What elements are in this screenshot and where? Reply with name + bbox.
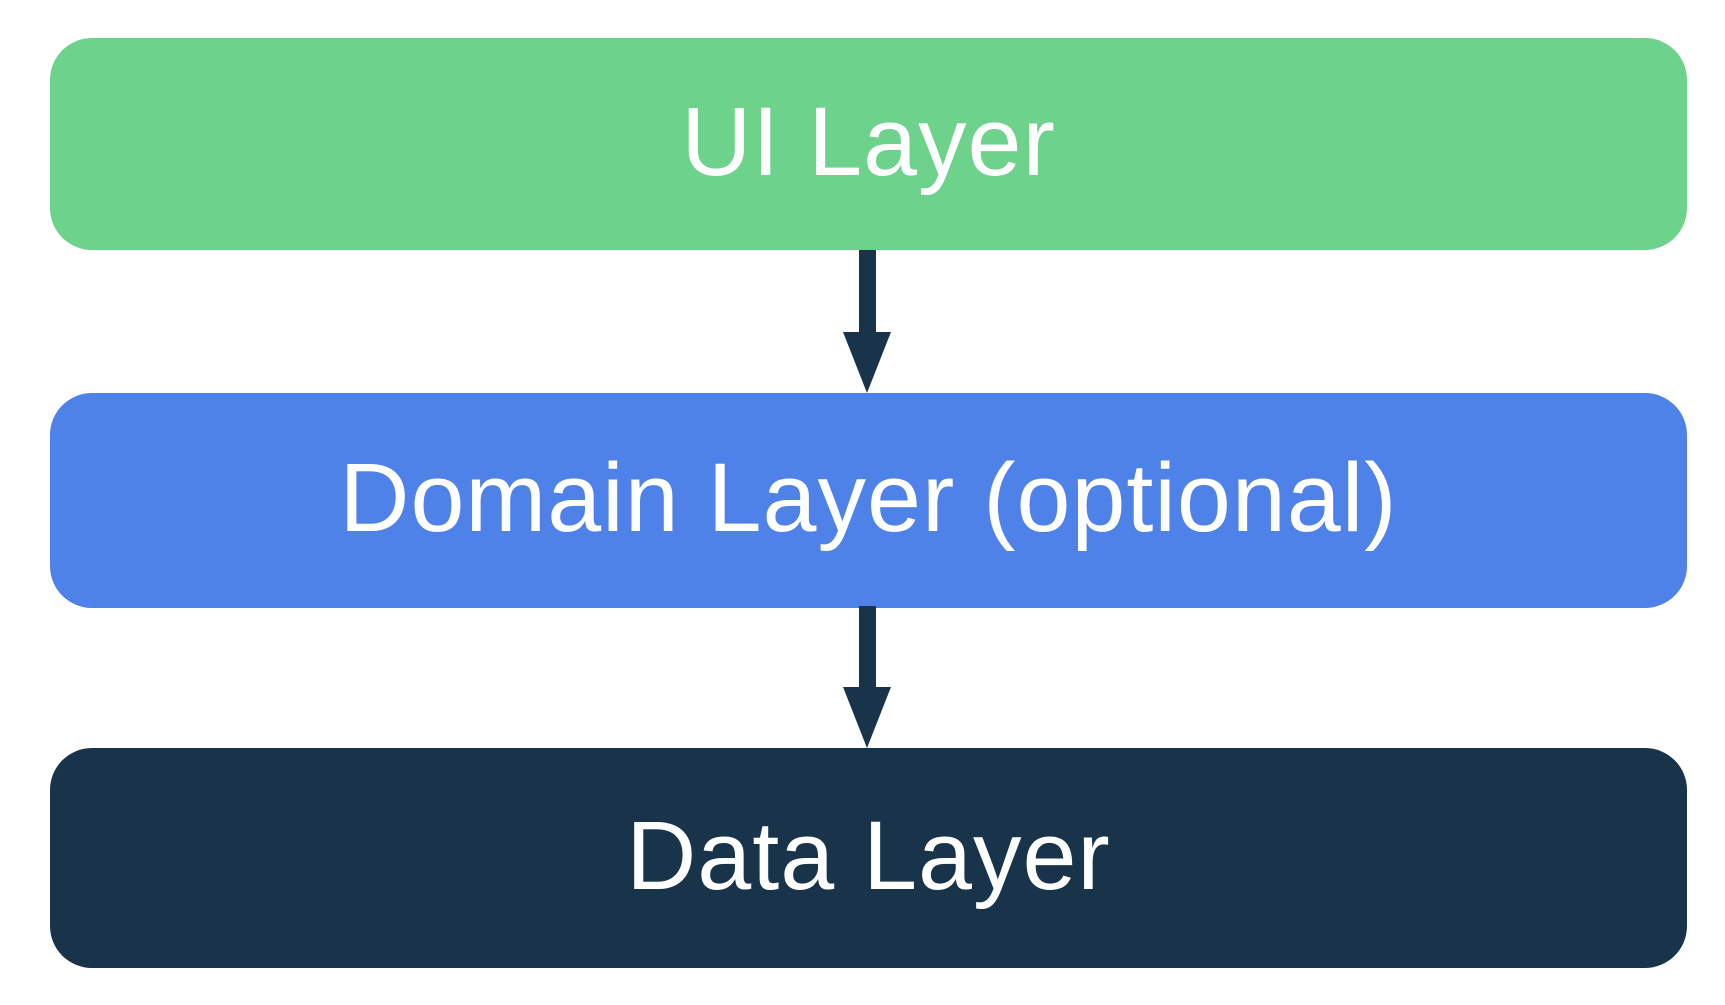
data-layer-box: Data Layer (50, 748, 1687, 968)
domain-layer-label: Domain Layer (optional) (339, 443, 1398, 552)
down-arrow-domain-to-data (843, 606, 891, 748)
down-arrow-ui-to-domain (843, 250, 891, 393)
ui-layer-box: UI Layer (50, 38, 1687, 250)
arrow-shaft (858, 606, 876, 687)
ui-layer-label: UI Layer (681, 86, 1056, 196)
arrow-head-icon (843, 332, 891, 393)
data-layer-label: Data Layer (626, 800, 1111, 910)
domain-layer-box: Domain Layer (optional) (50, 393, 1687, 608)
arrow-head-icon (843, 687, 891, 748)
arrow-shaft (858, 250, 876, 332)
